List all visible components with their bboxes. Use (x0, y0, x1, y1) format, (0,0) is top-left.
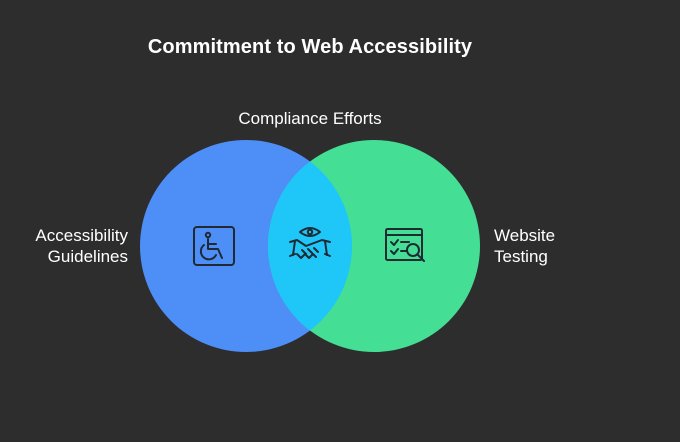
website-search-icon (385, 228, 425, 262)
handshake-eye-icon (289, 227, 331, 259)
diagram-title: Commitment to Web Accessibility (147, 36, 473, 58)
left-set-label-line-1: Accessibility (35, 226, 128, 245)
right-set-label-line-2: Testing (494, 247, 548, 266)
overlap-label: Compliance Efforts (238, 109, 382, 128)
left-set-label: Accessibility Guidelines (0, 225, 128, 267)
left-set-label-line-2: Guidelines (47, 247, 128, 266)
right-set-label: Website Testing (494, 225, 644, 267)
overlap-region (268, 140, 352, 352)
right-set-label-line-1: Website (494, 226, 556, 245)
accessibility-icon (193, 226, 235, 266)
